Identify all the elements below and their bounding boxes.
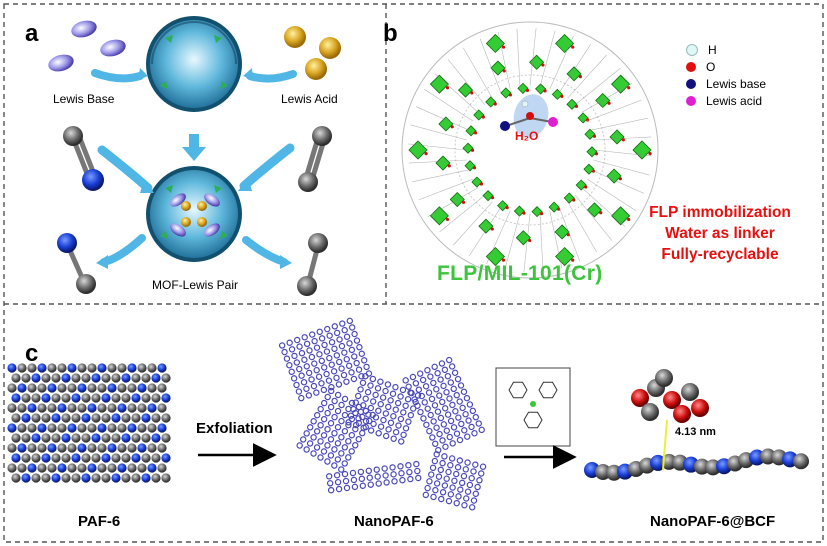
nanopaf6-bcf-label: NanoPAF-6@BCF bbox=[650, 513, 776, 530]
framework-name-label: FLP/MIL-101(Cr) bbox=[437, 262, 603, 285]
feature-flp-immobilization: FLP immobilization bbox=[649, 204, 791, 221]
legend-label-lewis-acid: Lewis acid bbox=[706, 94, 763, 108]
lewis-base-label: Lewis Base bbox=[53, 92, 115, 106]
panel-a-graphic bbox=[48, 16, 341, 296]
legend-item-lewis-base: Lewis base bbox=[686, 77, 766, 91]
legend-label-h: H bbox=[708, 43, 717, 57]
mof-lewis-pair-label: MOF-Lewis Pair bbox=[152, 278, 239, 292]
panel-c-letter: c bbox=[25, 340, 39, 367]
outer-dashed-border bbox=[3, 3, 824, 543]
panel-a-letter: a bbox=[25, 20, 39, 47]
legend-item-lewis-acid: Lewis acid bbox=[686, 94, 762, 108]
legend-swatch-h bbox=[686, 44, 698, 56]
nanopaf6-label: NanoPAF-6 bbox=[354, 513, 434, 530]
feature-water-linker: Water as linker bbox=[665, 225, 775, 242]
legend-label-lewis-base: Lewis base bbox=[706, 77, 767, 91]
bcf-structure-box bbox=[495, 367, 571, 447]
distance-label: 4.13 nm bbox=[675, 426, 716, 438]
lewis-acid-label: Lewis Acid bbox=[281, 92, 338, 106]
legend-swatch-o bbox=[686, 62, 696, 72]
legend-swatch-lewis-base bbox=[686, 79, 696, 89]
legend-item-h: H bbox=[686, 43, 717, 57]
exfoliation-label: Exfoliation bbox=[196, 420, 273, 437]
panel-c-graphic bbox=[7, 317, 809, 511]
h2o-label: H₂O bbox=[515, 129, 539, 143]
mil101-framework-graphic bbox=[401, 21, 659, 279]
panel-b-letter: b bbox=[383, 20, 398, 47]
legend-label-o: O bbox=[706, 60, 716, 74]
feature-fully-recyclable: Fully-recyclable bbox=[661, 246, 779, 263]
legend-item-o: O bbox=[686, 60, 715, 74]
paf6-label: PAF-6 bbox=[78, 513, 121, 530]
legend-swatch-lewis-acid bbox=[686, 96, 696, 106]
